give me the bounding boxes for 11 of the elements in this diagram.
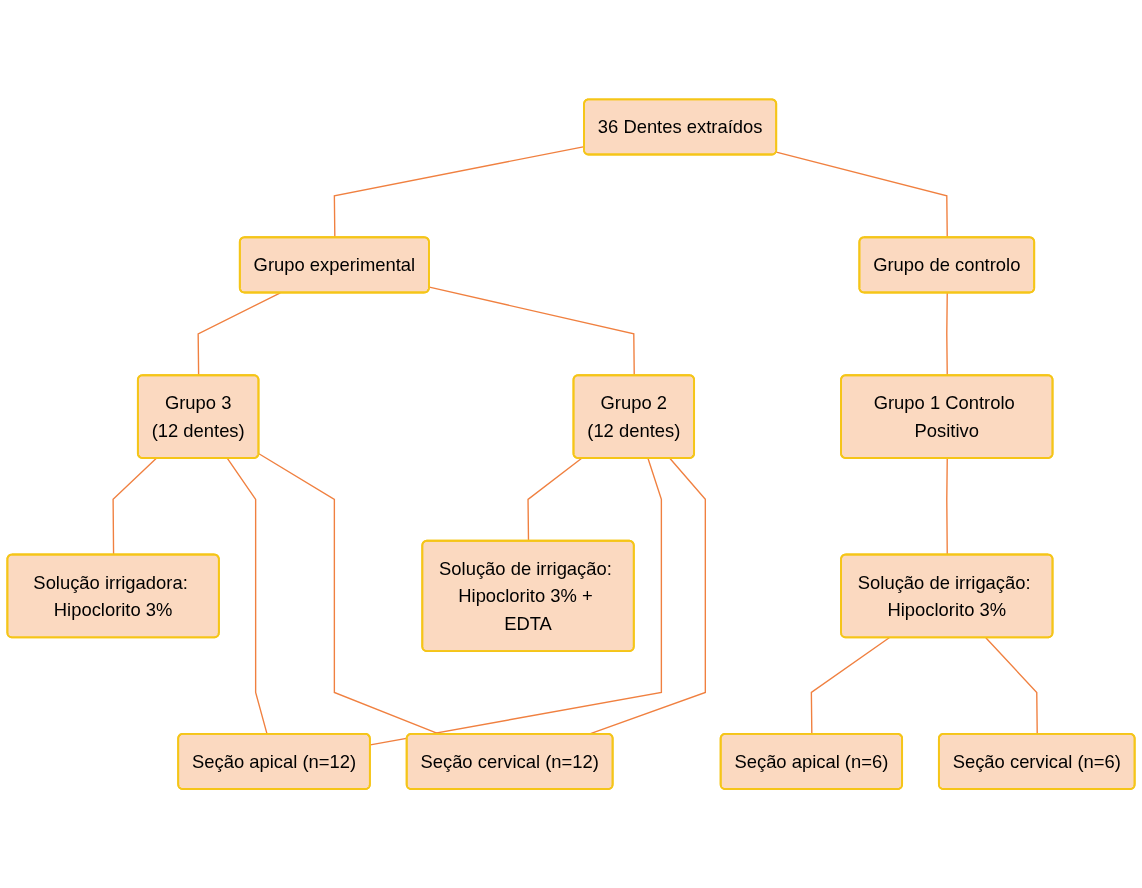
connector [946,292,948,377]
connector [226,457,268,735]
connector [428,286,635,377]
connector [112,457,157,556]
connector [946,457,948,556]
connector [985,636,1038,735]
connector [369,457,663,746]
connector [775,151,948,239]
connector [197,292,282,377]
connector [527,457,583,542]
connector [810,636,890,735]
